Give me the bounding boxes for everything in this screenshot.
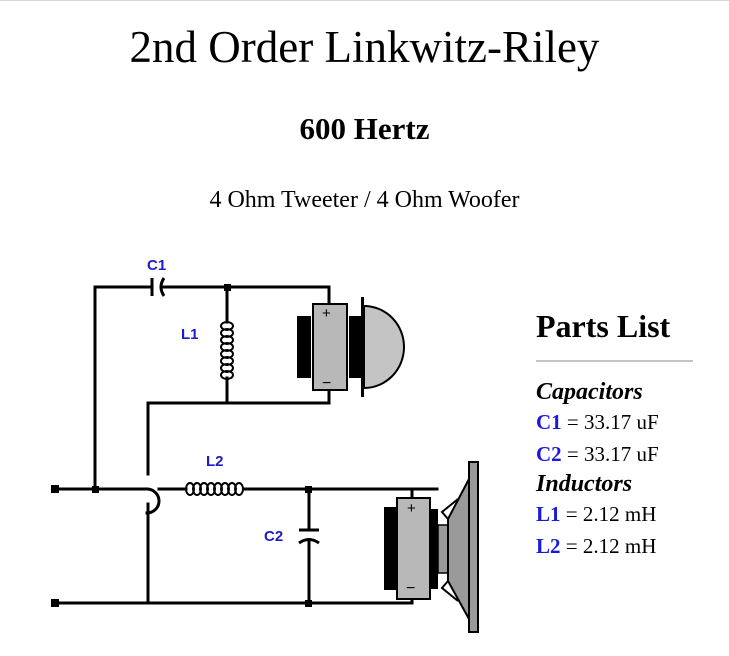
label-c2: C2 (264, 528, 283, 545)
part-ref-c2: C2 (536, 442, 562, 466)
inductor-l2-icon (185, 482, 244, 496)
woofer-plus-label: + (407, 500, 416, 517)
input-terminal-bottom-icon (51, 599, 59, 607)
inductor-l1-icon (220, 321, 234, 380)
label-l1: L1 (181, 326, 199, 343)
tweeter-plus-label: + (322, 305, 331, 322)
capacitor-c2-icon (298, 528, 320, 545)
junction-dots (51, 284, 312, 607)
crossover-frequency: 600 Hertz (299, 111, 430, 146)
crossover-schematic: C1 L1 L2 C2 + − (51, 257, 479, 633)
part-value-c1: = 33.17 uF (566, 410, 659, 434)
part-item-l2: L2 = 2.12 mH (536, 530, 696, 562)
input-terminal-top-icon (51, 485, 59, 493)
parts-list-divider (536, 360, 693, 362)
tweeter-minus-label: − (322, 375, 331, 392)
woofer-minus-label: − (406, 580, 415, 597)
woofer-driver-icon: + − (384, 461, 479, 633)
parts-list-panel: Parts List Capacitors C1 = 33.17 uF C2 =… (536, 306, 696, 562)
part-ref-l2: L2 (536, 534, 561, 558)
inductors-heading: Inductors (536, 471, 633, 497)
capacitors-heading: Capacitors (536, 379, 643, 405)
part-item-c2: C2 = 33.17 uF (536, 438, 696, 470)
part-value-l2: = 2.12 mH (565, 534, 657, 558)
page-title: 2nd Order Linkwitz-Riley (129, 22, 600, 72)
driver-configuration: 4 Ohm Tweeter / 4 Ohm Woofer (209, 187, 520, 213)
part-ref-c1: C1 (536, 410, 562, 434)
part-value-l1: = 2.12 mH (565, 502, 657, 526)
part-value-c2: = 33.17 uF (566, 442, 659, 466)
top-divider (0, 0, 729, 1)
tweeter-driver-icon: + − (297, 297, 405, 397)
parts-list-heading: Parts List (536, 308, 671, 344)
capacitor-c1-icon (150, 277, 166, 297)
part-ref-l1: L1 (536, 502, 561, 526)
part-item-c1: C1 = 33.17 uF (536, 406, 696, 438)
part-item-l1: L1 = 2.12 mH (536, 498, 696, 530)
label-c1: C1 (147, 257, 166, 274)
label-l2: L2 (206, 453, 224, 470)
circuit-wires (53, 285, 439, 605)
